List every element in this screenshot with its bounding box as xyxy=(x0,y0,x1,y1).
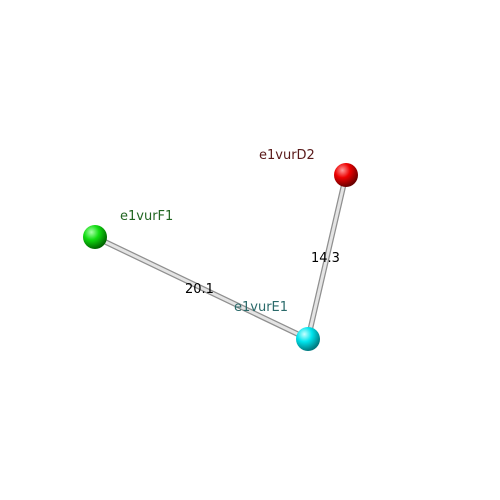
atom-label-e1: e1vurE1 xyxy=(234,300,288,315)
distance-label-f1-e1: 20.1 xyxy=(185,282,214,297)
distance-label-e1-d2: 14.3 xyxy=(311,251,340,266)
atom-label-f1: e1vurF1 xyxy=(120,209,173,224)
bond-e1-d2 xyxy=(305,172,349,342)
atom-e1[interactable] xyxy=(296,327,320,351)
atom-f1[interactable] xyxy=(83,225,107,249)
atom-label-d2: e1vurD2 xyxy=(259,148,315,163)
atom-d2[interactable] xyxy=(334,163,358,187)
bond-f1-e1 xyxy=(92,234,311,342)
